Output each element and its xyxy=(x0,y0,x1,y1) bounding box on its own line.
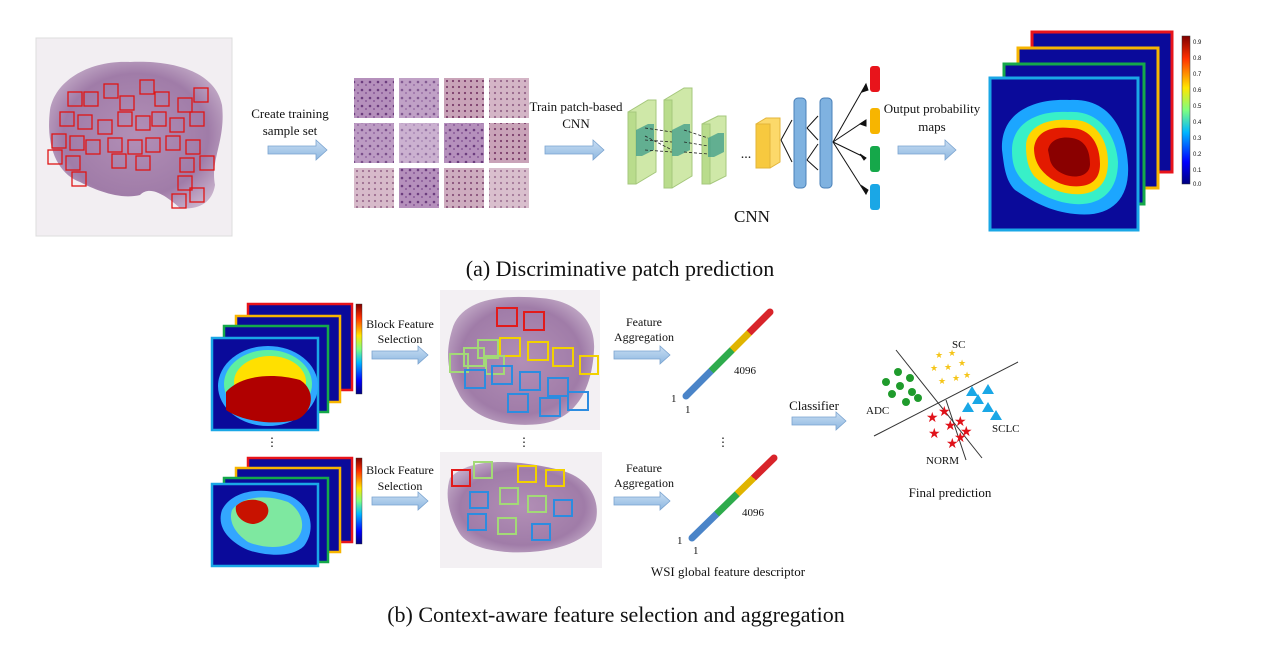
vdots-vector: ⋮ xyxy=(717,435,729,449)
heatmap-stack-top xyxy=(210,302,363,432)
output-node-yellow xyxy=(870,108,880,134)
heatmap-stack-bottom xyxy=(210,456,363,568)
training-patch-grid xyxy=(354,78,529,208)
block-selection-top-line2: Selection xyxy=(378,332,423,346)
output-maps-label-line2: maps xyxy=(918,119,945,134)
arrow-block-selection-bottom xyxy=(371,491,429,511)
svg-text:★: ★ xyxy=(960,425,973,440)
colorbar-tick: 0.0 xyxy=(1193,182,1202,188)
wsi-selected-blocks-top xyxy=(440,290,600,430)
cnn-ellipsis: ... xyxy=(741,147,752,162)
caption-b: (b) Context-aware feature selection and … xyxy=(387,602,845,627)
sclc-points xyxy=(962,384,1002,420)
colorbar-tick: 0.1 xyxy=(1193,168,1202,174)
svg-text:★: ★ xyxy=(944,419,957,434)
colorbar-tick: 0.8 xyxy=(1193,56,1202,62)
sc-points: ★★ ★★ ★★ ★★ xyxy=(930,348,971,386)
train-cnn-label-line2: CNN xyxy=(562,116,590,131)
output-node-blue xyxy=(870,184,880,210)
fc-block xyxy=(755,117,781,169)
block-selection-top-line1: Block Feature xyxy=(366,317,434,331)
output-maps-label-line1: Output probability xyxy=(884,101,981,116)
svg-text:★: ★ xyxy=(946,437,959,452)
svg-text:★: ★ xyxy=(935,350,943,360)
vdots-wsi: ⋮ xyxy=(518,435,530,449)
class-label-sclc: SCLC xyxy=(992,423,1020,435)
norm-points: ★★★ ★★★ ★★ xyxy=(926,405,973,452)
feature-aggregation-top-line1: Feature xyxy=(626,315,662,329)
one-label-bottom-bottom: 1 xyxy=(693,545,699,557)
colorbar-tick: 0.4 xyxy=(1193,120,1202,126)
colorbar-tick: 0.3 xyxy=(1193,136,1202,142)
vdots-heatmap: ⋮ xyxy=(266,435,278,449)
svg-text:★: ★ xyxy=(954,431,967,446)
arrow-train-cnn xyxy=(544,139,605,161)
class-label-norm: NORM xyxy=(926,455,959,467)
fc-layer-1 xyxy=(793,97,807,189)
conv-block-3 xyxy=(701,115,727,185)
cnn-label: CNN xyxy=(734,207,770,226)
create-training-label-line1: Create training xyxy=(251,106,329,121)
feature-vector-top xyxy=(682,308,774,400)
probability-map-stack-a xyxy=(988,30,1191,232)
feature-aggregation-top-line2: Aggregation xyxy=(614,330,674,344)
train-cnn-label-line1: Train patch-based xyxy=(529,99,623,114)
colorbar-tick: 0.5 xyxy=(1193,104,1202,110)
fc-layer-2 xyxy=(819,97,833,189)
class-label-sc: SC xyxy=(952,339,965,351)
output-node-green xyxy=(870,146,880,172)
svg-text:★: ★ xyxy=(944,362,952,372)
create-training-label-line2: sample set xyxy=(263,123,318,138)
wsi-descriptor-label: WSI global feature descriptor xyxy=(651,564,806,579)
svg-text:★: ★ xyxy=(926,411,939,426)
colorbar-ticks: 0.9 0.8 0.7 0.6 0.5 0.4 0.3 0.2 0.1 0.0 xyxy=(1193,40,1202,188)
svg-text:★: ★ xyxy=(938,376,946,386)
wsi-slide-a xyxy=(35,37,233,237)
feature-aggregation-bottom-line1: Feature xyxy=(626,461,662,475)
final-prediction-label: Final prediction xyxy=(909,485,992,500)
caption-a: (a) Discriminative patch prediction xyxy=(466,256,775,281)
svg-text:★: ★ xyxy=(938,405,951,420)
output-node-red xyxy=(870,66,880,92)
classifier-label: Classifier xyxy=(789,398,839,413)
svg-text:★: ★ xyxy=(948,348,956,358)
one-label-top-bottom: 1 xyxy=(685,404,691,416)
wsi-selected-blocks-bottom xyxy=(440,452,602,568)
colorbar-tick: 0.2 xyxy=(1193,152,1202,158)
svg-text:★: ★ xyxy=(954,415,967,430)
arrow-block-selection-top xyxy=(371,345,429,365)
adc-points xyxy=(882,368,922,406)
arrow-create-training xyxy=(267,139,328,161)
one-label-top-left: 1 xyxy=(671,393,677,405)
svg-text:★: ★ xyxy=(963,370,971,380)
conv-block-2 xyxy=(663,87,693,189)
block-selection-bottom-line1: Block Feature xyxy=(366,463,434,477)
cnn-architecture: ... xyxy=(627,66,880,210)
svg-text:★: ★ xyxy=(928,427,941,442)
svg-text:★: ★ xyxy=(958,358,966,368)
block-selection-bottom-line2: Selection xyxy=(378,479,423,493)
classification-space: ★★ ★★ ★★ ★★ ★★★ ★★★ ★★ xyxy=(873,348,1019,461)
colorbar-tick: 0.7 xyxy=(1193,72,1202,78)
svg-text:★: ★ xyxy=(952,373,960,383)
arrow-classifier xyxy=(791,411,847,431)
arrow-output-maps xyxy=(897,139,957,161)
one-label-bottom-left: 1 xyxy=(677,535,683,547)
dim-label-bottom: 4096 xyxy=(742,507,765,519)
arrow-feature-aggregation-top xyxy=(613,345,671,365)
colorbar-tick: 0.6 xyxy=(1193,88,1202,94)
svg-text:★: ★ xyxy=(930,363,938,373)
arrow-feature-aggregation-bottom xyxy=(613,491,671,511)
feature-aggregation-bottom-line2: Aggregation xyxy=(614,476,674,490)
dim-label-top: 4096 xyxy=(734,365,757,377)
colorbar-tick: 0.9 xyxy=(1193,40,1202,46)
feature-vector-bottom xyxy=(688,454,778,542)
class-label-adc: ADC xyxy=(866,405,889,417)
